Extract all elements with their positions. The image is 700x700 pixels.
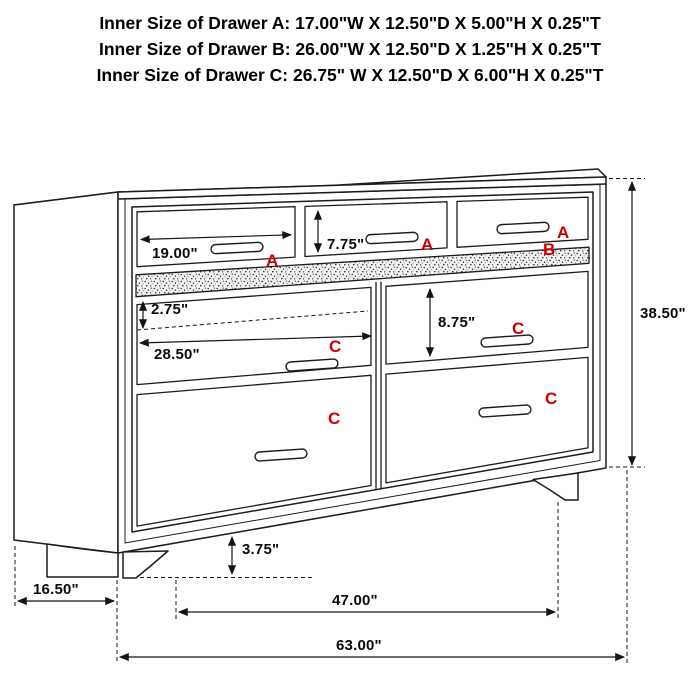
- dim-label-drawer-c-height: 8.75": [438, 314, 476, 331]
- drawer-label-b: B: [543, 240, 556, 259]
- drawer-c4-front: [385, 356, 589, 484]
- drawer-a3-front: [456, 196, 589, 248]
- drawer-label-c2: C: [512, 319, 525, 338]
- handle-c1: [285, 358, 339, 372]
- foot-front-right: [532, 472, 579, 501]
- handle-c2: [480, 334, 534, 348]
- drawer-label-a3: A: [557, 223, 570, 242]
- drawer-label-a2: A: [421, 235, 434, 254]
- drawer-label-c1: C: [329, 337, 342, 356]
- top-lip-line: [117, 183, 607, 200]
- dim-line-a-width: [139, 230, 293, 244]
- drawer-label-c3: C: [328, 409, 341, 428]
- dim-label-foot-height: 3.75": [242, 541, 280, 558]
- drawer-c3-front: [136, 374, 372, 527]
- drawer-label-c4: C: [545, 389, 558, 408]
- spec-line-drawer-b: Inner Size of Drawer B: 26.00"W X 12.50"…: [99, 39, 601, 59]
- drawer-a2-front: [304, 201, 448, 258]
- drawer-b-front-glitter: [135, 246, 590, 298]
- dim-label-drawer-b-height: 2.75": [151, 301, 189, 318]
- dim-label-overall-height: 38.50": [640, 305, 686, 322]
- spec-line-drawer-a: Inner Size of Drawer A: 17.00"W X 12.50"…: [99, 13, 601, 33]
- foot-front-left: [122, 550, 169, 579]
- spec-header: Inner Size of Drawer A: 17.00"W X 12.50"…: [0, 10, 700, 88]
- dim-label-inner-span: 47.00": [332, 592, 378, 609]
- ext-b-height: [136, 310, 369, 331]
- drawer-handles: [210, 221, 550, 462]
- foot-side-left: [46, 543, 119, 578]
- dim-label-overall-width: 63.00": [336, 637, 382, 654]
- dim-line-c-width: [138, 332, 373, 347]
- dim-label-drawer-a-width: 19.00": [152, 245, 198, 262]
- dimension-lines: [16, 180, 637, 662]
- handle-a1: [210, 241, 264, 255]
- drawer-fronts: [135, 196, 590, 527]
- dim-label-drawer-a-height: 7.75": [327, 236, 365, 253]
- drawer-c2-front: [385, 270, 589, 365]
- extension-lines: [14, 178, 645, 663]
- spec-line-drawer-c: Inner Size of Drawer C: 26.75" W X 12.50…: [96, 65, 604, 85]
- side-panel: [13, 191, 119, 554]
- drawer-label-a1: A: [266, 251, 279, 270]
- handle-c4: [478, 404, 532, 418]
- handle-a3: [496, 221, 550, 235]
- handle-c3: [254, 448, 308, 462]
- handle-a2: [365, 231, 419, 245]
- dim-label-depth: 16.50": [33, 581, 79, 598]
- dim-label-drawer-c-width: 28.50": [154, 346, 200, 363]
